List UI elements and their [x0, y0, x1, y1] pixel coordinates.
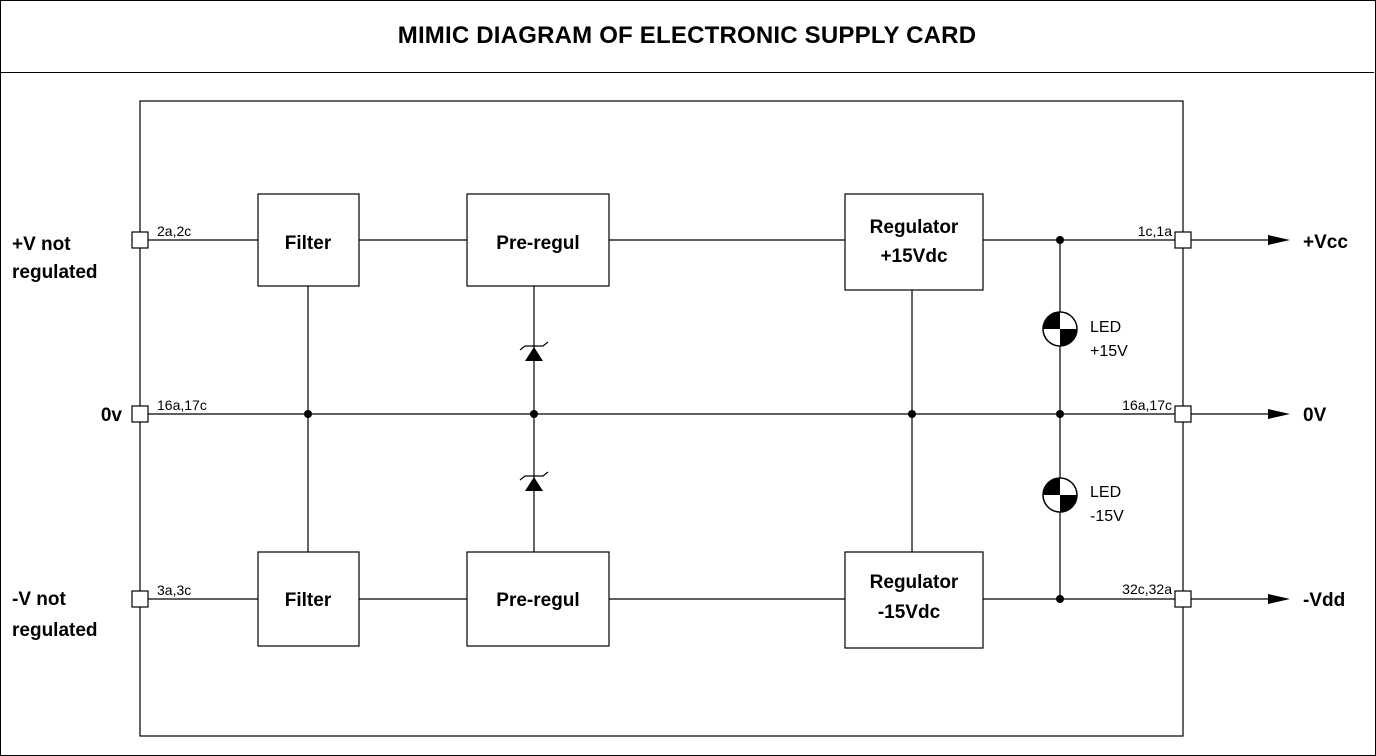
input-pin-zero: 16a,17c: [157, 397, 207, 413]
filter-top-block: [257, 193, 360, 287]
title-bar: MIMIC DIAGRAM OF ELECTRONIC SUPPLY CARD: [0, 0, 1374, 73]
regulator-bottom-label-2: -15Vdc: [878, 602, 941, 623]
regulator-bottom-label-1: Regulator: [870, 572, 959, 593]
input-pin-vminus: 3a,3c: [157, 582, 191, 598]
input-zero-label: 0v: [101, 405, 123, 426]
prereg-bottom-block: [466, 551, 610, 647]
output-pin-zero: 16a,17c: [1122, 397, 1172, 413]
filter-bottom-block: [257, 551, 360, 647]
connector-pin-icon: [1174, 405, 1192, 423]
led-minus-label-2: -15V: [1090, 508, 1124, 525]
connector-pin-icon: [131, 231, 149, 249]
regulator-top-block: [844, 193, 984, 291]
junction-dot: [530, 410, 538, 418]
page-title: MIMIC DIAGRAM OF ELECTRONIC SUPPLY CARD: [397, 22, 977, 49]
filter-top-label: Filter: [285, 233, 332, 254]
zener-diode-icon: [519, 341, 549, 361]
output-zero-label: 0V: [1303, 405, 1327, 426]
prereg-top-label: Pre-regul: [496, 233, 579, 254]
connector-pin-icon: [131, 590, 149, 608]
junction-dot: [1056, 236, 1064, 244]
output-pin-vcc: 1c,1a: [1138, 223, 1172, 239]
zener-diode-icon: [519, 471, 549, 491]
regulator-top-label-1: Regulator: [870, 217, 959, 238]
arrow-right-icon: [1268, 235, 1290, 245]
junction-dot: [1056, 410, 1064, 418]
input-pin-vplus: 2a,2c: [157, 223, 191, 239]
input-vplus-label-1: +V not: [12, 234, 71, 255]
connector-pin-icon: [1174, 590, 1192, 608]
output-vcc-label: +Vcc: [1303, 232, 1348, 253]
filter-bottom-label: Filter: [285, 590, 332, 611]
arrow-right-icon: [1268, 594, 1290, 604]
prereg-top-block: [466, 193, 610, 287]
input-vminus-label-1: -V not: [12, 589, 66, 610]
led-plus-label-1: LED: [1090, 319, 1121, 336]
connector-pin-icon: [1174, 231, 1192, 249]
led-icon: [1042, 311, 1078, 347]
regulator-bottom-block: [844, 551, 984, 649]
junction-dot: [908, 410, 916, 418]
led-minus-label-1: LED: [1090, 484, 1121, 501]
led-icon: [1042, 477, 1078, 513]
connector-pin-icon: [131, 405, 149, 423]
junction-dot: [1056, 595, 1064, 603]
output-vdd-label: -Vdd: [1303, 590, 1345, 611]
input-vminus-label-2: regulated: [12, 620, 98, 641]
prereg-bottom-label: Pre-regul: [496, 590, 579, 611]
led-plus-label-2: +15V: [1090, 343, 1128, 360]
input-vplus-label-2: regulated: [12, 262, 98, 283]
regulator-top-label-2: +15Vdc: [880, 246, 948, 267]
output-pin-vdd: 32c,32a: [1122, 581, 1172, 597]
arrow-right-icon: [1268, 409, 1290, 419]
junction-dot: [304, 410, 312, 418]
